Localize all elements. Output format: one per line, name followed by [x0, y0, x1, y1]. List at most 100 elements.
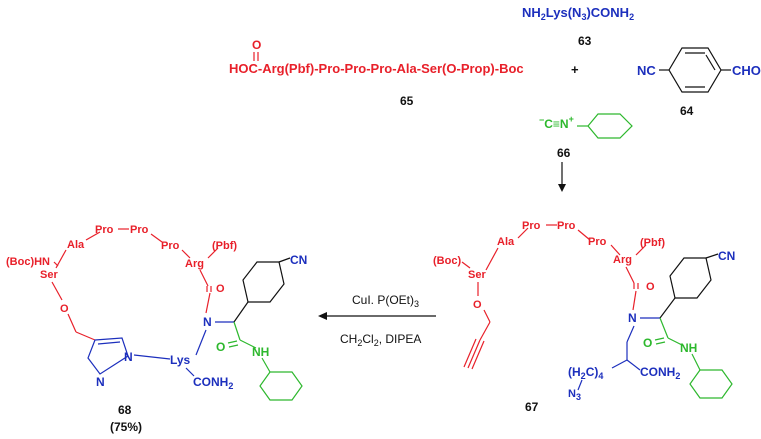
int-ch2-bond [479, 321, 491, 341]
prod-ch-amide-bond [233, 321, 241, 341]
int-amide-co-2 [655, 341, 666, 345]
prod-nh-cy-bond [261, 357, 271, 373]
isocyanide-group: −C≡N+ [539, 114, 574, 131]
int-cyclohexane-ring [689, 369, 733, 399]
int-amide-o: O [643, 336, 652, 350]
prod-cyclohexane-ring [259, 371, 303, 401]
prod-n: N [203, 315, 212, 329]
prod-pro-arg-bond [181, 249, 191, 259]
int-c-n-bond [632, 290, 637, 311]
down-arrow [558, 162, 566, 192]
prod-ala-pro-bond [85, 231, 101, 241]
prod-pro-3: Pro [161, 240, 180, 252]
int-boc: (Boc) [433, 255, 461, 267]
int-alkyne-3 [471, 340, 485, 370]
prod-c-n-bond [205, 292, 211, 314]
prod-benzene-ring [242, 261, 285, 303]
int-n-lys-bond [626, 325, 635, 343]
prod-ser-o-bond [51, 281, 63, 301]
compound-label-65: 65 [400, 94, 414, 108]
prod-triazole-double [97, 341, 121, 345]
prod-triazole-ring [87, 337, 129, 375]
prod-amide-nh-bond [239, 339, 257, 349]
int-pro-arg-bond [610, 244, 621, 256]
int-co-o: O [646, 281, 655, 293]
product-yield: (75%) [110, 420, 142, 434]
int-ser: Ser [468, 269, 486, 281]
int-pro-1: Pro [522, 220, 541, 232]
benzene-ring-64 [668, 47, 722, 93]
reagent-66: −C≡N+ 66 [539, 113, 633, 160]
prod-ch2-tri-bond [75, 331, 96, 341]
int-pbf: (Pbf) [640, 237, 665, 249]
int-o-ch2-bond [483, 309, 491, 323]
intermediate-67: (Boc) Ser Ala Pro Pro Pro Arg (Pbf) O O … [433, 220, 735, 414]
int-pro-3: Pro [588, 236, 607, 248]
int-ser-ala-bond [485, 247, 499, 271]
prod-lys-n-bond [195, 329, 207, 356]
int-alkyne-2 [463, 338, 477, 368]
int-aryl-cn-bond [705, 253, 719, 259]
prod-pro-1: Pro [95, 224, 114, 236]
prod-pro-pro-bond-2 [150, 233, 163, 243]
prod-ch-aryl-bond [233, 301, 249, 323]
click-reaction-arrow: CuI. P(OEt)3 CH2Cl2, DIPEA [318, 293, 436, 348]
cyclohexane-ring-66 [587, 113, 633, 139]
prod-bochn: (Boc)HN [6, 256, 50, 268]
int-ch-aryl-bond [659, 297, 676, 319]
int-pro-pro-bond-2 [577, 229, 591, 241]
int-lys-conh2-bond [626, 359, 641, 371]
int-nh-cy-bond [691, 353, 701, 371]
prod-nh: NH [252, 345, 269, 359]
int-conh2: CONH2 [640, 365, 680, 381]
left-arrow-head [318, 312, 327, 320]
plus-sign: + [571, 62, 579, 77]
prod-amide-co-1 [227, 340, 238, 344]
prod-amide-o: O [216, 340, 225, 354]
prod-arg-pbf-bond [207, 247, 219, 259]
peptide-chain: HOC-Arg(Pbf)-Pro-Pro-Pro-Ala-Ser(O-Prop)… [229, 61, 524, 76]
compound-label-67: 67 [525, 400, 539, 414]
int-ala-pro-bond [517, 227, 529, 239]
int-cn: CN [718, 249, 735, 263]
product-68: (Boc)HN Ser Ala Pro Pro Pro Arg (Pbf) O … [6, 224, 307, 434]
compound-label-64: 64 [680, 104, 694, 118]
aldehyde-nc: NC [637, 63, 656, 78]
prod-o: O [60, 303, 69, 315]
int-n: N [628, 311, 637, 325]
prod-tri-lys-bond [133, 354, 171, 360]
prod-pro-2: Pro [130, 224, 149, 236]
prod-pbf: (Pbf) [212, 240, 237, 252]
prod-arg-c-bond [199, 269, 209, 287]
reagent-64: NC CHO 64 [637, 47, 761, 118]
compound-label-68: 68 [118, 403, 132, 417]
reagent-65: O HOC-Arg(Pbf)-Pro-Pro-Pro-Ala-Ser(O-Pro… [229, 38, 524, 108]
prod-ser: Ser [40, 269, 58, 281]
peptide-carbonyl-o: O [252, 38, 261, 52]
int-arg-c-bond [625, 266, 635, 284]
prod-arg: Arg [185, 258, 204, 270]
int-n3: N3 [568, 388, 581, 402]
prod-ala: Ala [67, 239, 85, 251]
conditions-line-1: CuI. P(OEt)3 [352, 293, 419, 309]
prod-co-o: O [216, 283, 225, 295]
int-pro-2: Pro [557, 220, 576, 232]
int-benzene-ring [669, 257, 712, 299]
int-boc-ser-bond [461, 261, 471, 269]
int-ala: Ala [497, 236, 515, 248]
int-nh: NH [680, 341, 697, 355]
int-chain-n3-bond [577, 379, 583, 391]
int-ch-amide-bond [659, 317, 669, 339]
prod-o-ch2-bond [67, 313, 77, 333]
int-h2c: (H2C)4 [568, 365, 603, 381]
int-lys-chain-bond [611, 359, 628, 369]
prod-conh2: CONH2 [193, 375, 233, 391]
aldehyde-cho: CHO [732, 63, 761, 78]
benzene-double-bond-c [705, 54, 716, 71]
prod-amide-co-2 [228, 344, 239, 348]
prod-ser-ala-bond [55, 249, 67, 269]
conditions-line-2: CH2Cl2, DIPEA [340, 332, 421, 348]
prod-lys: Lys [170, 353, 191, 367]
prod-cn: CN [290, 253, 307, 267]
reagent-63: NH2Lys(N3)CONH2 63 [522, 5, 634, 48]
